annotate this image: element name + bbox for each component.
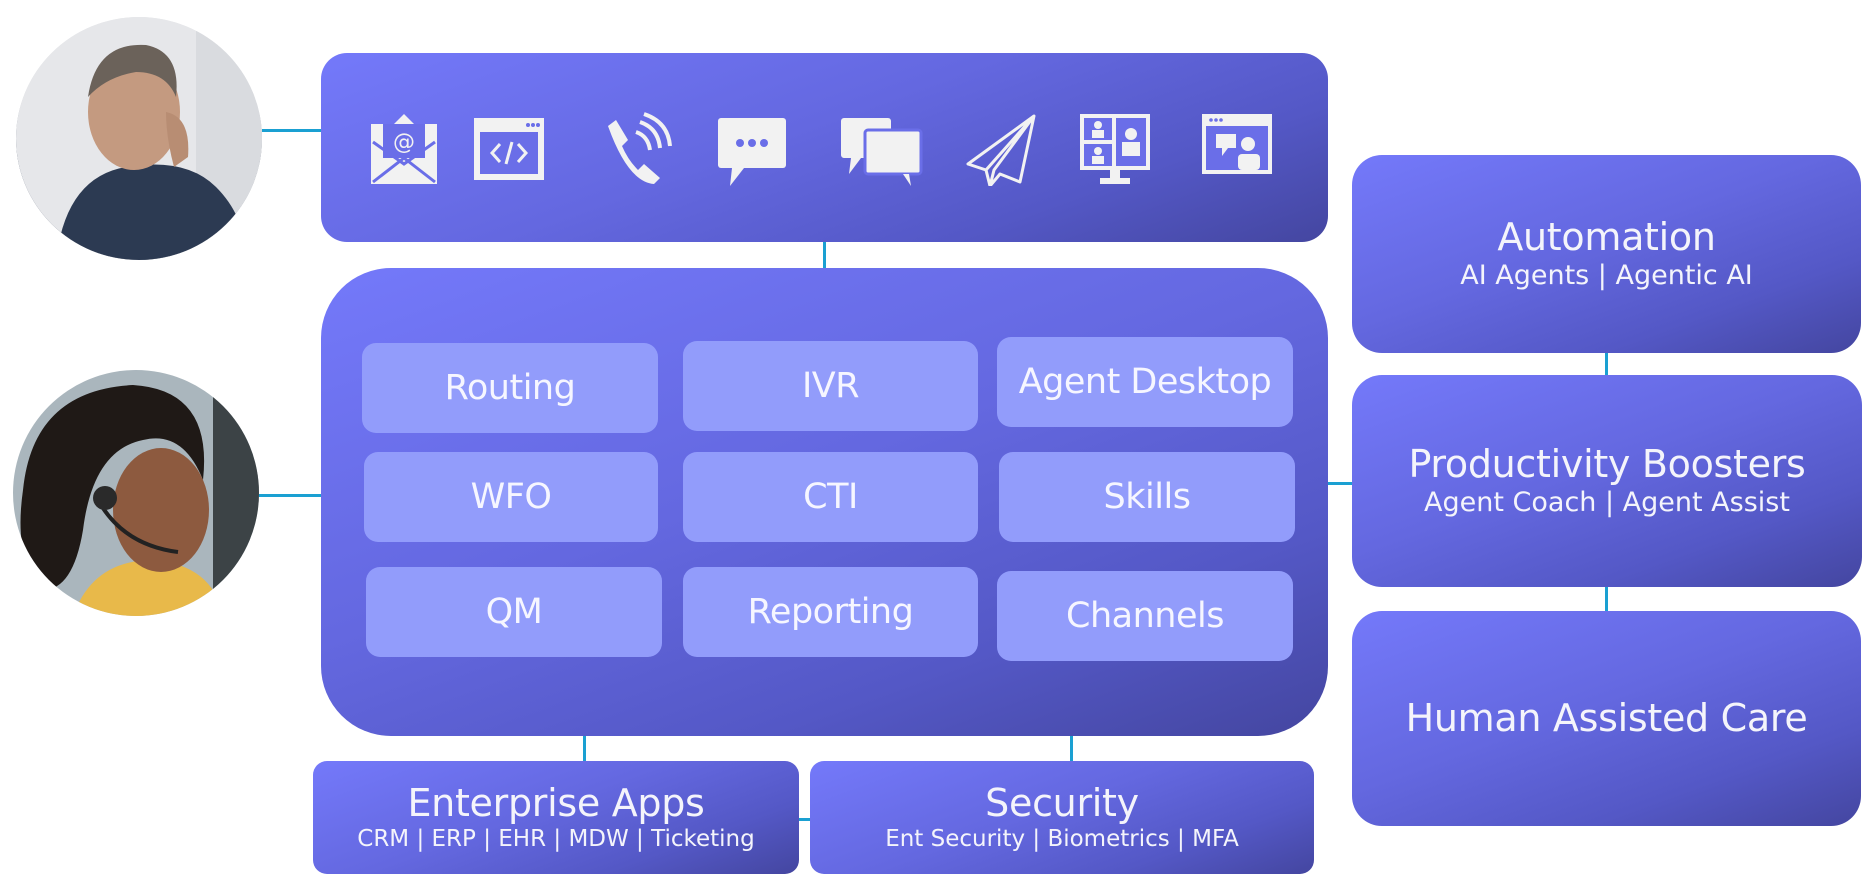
man-silhouette-icon	[16, 17, 262, 260]
video-chat-window-icon	[1202, 114, 1272, 174]
tile-ivr[interactable]: IVR	[683, 341, 978, 431]
connector-core-enterprise	[583, 736, 586, 762]
human-assisted-care-title: Human Assisted Care	[1405, 695, 1808, 740]
automation-box: Automation AI Agents | Agentic AI	[1352, 155, 1861, 353]
chat-conversation-icon	[841, 118, 923, 186]
security-title: Security	[985, 780, 1139, 825]
productivity-title: Productivity Boosters	[1408, 441, 1806, 486]
email-icon: @	[371, 114, 437, 184]
security-subtitle: Ent Security | Biometrics | MFA	[885, 825, 1239, 852]
enterprise-apps-subtitle: CRM | ERP | EHR | MDW | Ticketing	[357, 825, 755, 852]
svg-text:@: @	[393, 130, 415, 155]
connector-productivity-human	[1605, 587, 1608, 611]
automation-subtitle: AI Agents | Agentic AI	[1460, 259, 1753, 291]
phone-call-icon	[608, 112, 672, 184]
connector-enterprise-security	[798, 818, 812, 821]
video-conference-icon	[1080, 114, 1150, 184]
enterprise-apps-box: Enterprise Apps CRM | ERP | EHR | MDW | …	[313, 761, 799, 874]
tile-agent-desktop[interactable]: Agent Desktop	[997, 337, 1293, 427]
customer-photo-agent-headset	[13, 370, 259, 616]
sms-chat-icon	[718, 118, 786, 186]
tile-skills[interactable]: Skills	[999, 452, 1295, 542]
connector-core-security	[1070, 736, 1073, 762]
connector-customer2-core	[258, 494, 322, 497]
productivity-boosters-box: Productivity Boosters Agent Coach | Agen…	[1352, 375, 1862, 587]
web-code-icon	[474, 118, 544, 180]
human-assisted-care-box: Human Assisted Care	[1352, 611, 1861, 826]
security-box: Security Ent Security | Biometrics | MFA	[810, 761, 1314, 874]
paper-plane-icon	[966, 114, 1036, 186]
tile-routing[interactable]: Routing	[362, 343, 658, 433]
tile-reporting[interactable]: Reporting	[683, 567, 978, 657]
tile-qm[interactable]: QM	[366, 567, 662, 657]
connector-customer1-channels	[262, 129, 322, 132]
customer-photo-man-on-phone	[16, 17, 262, 260]
tile-wfo[interactable]: WFO	[364, 452, 658, 542]
tile-cti[interactable]: CTI	[683, 452, 978, 542]
connector-channels-core	[823, 242, 826, 268]
automation-title: Automation	[1497, 214, 1716, 259]
connector-core-productivity	[1326, 482, 1354, 485]
tile-channels[interactable]: Channels	[997, 571, 1293, 661]
productivity-subtitle: Agent Coach | Agent Assist	[1424, 486, 1790, 518]
enterprise-apps-title: Enterprise Apps	[407, 780, 705, 825]
connector-automation-productivity	[1605, 353, 1608, 375]
agent-silhouette-icon	[13, 370, 259, 616]
